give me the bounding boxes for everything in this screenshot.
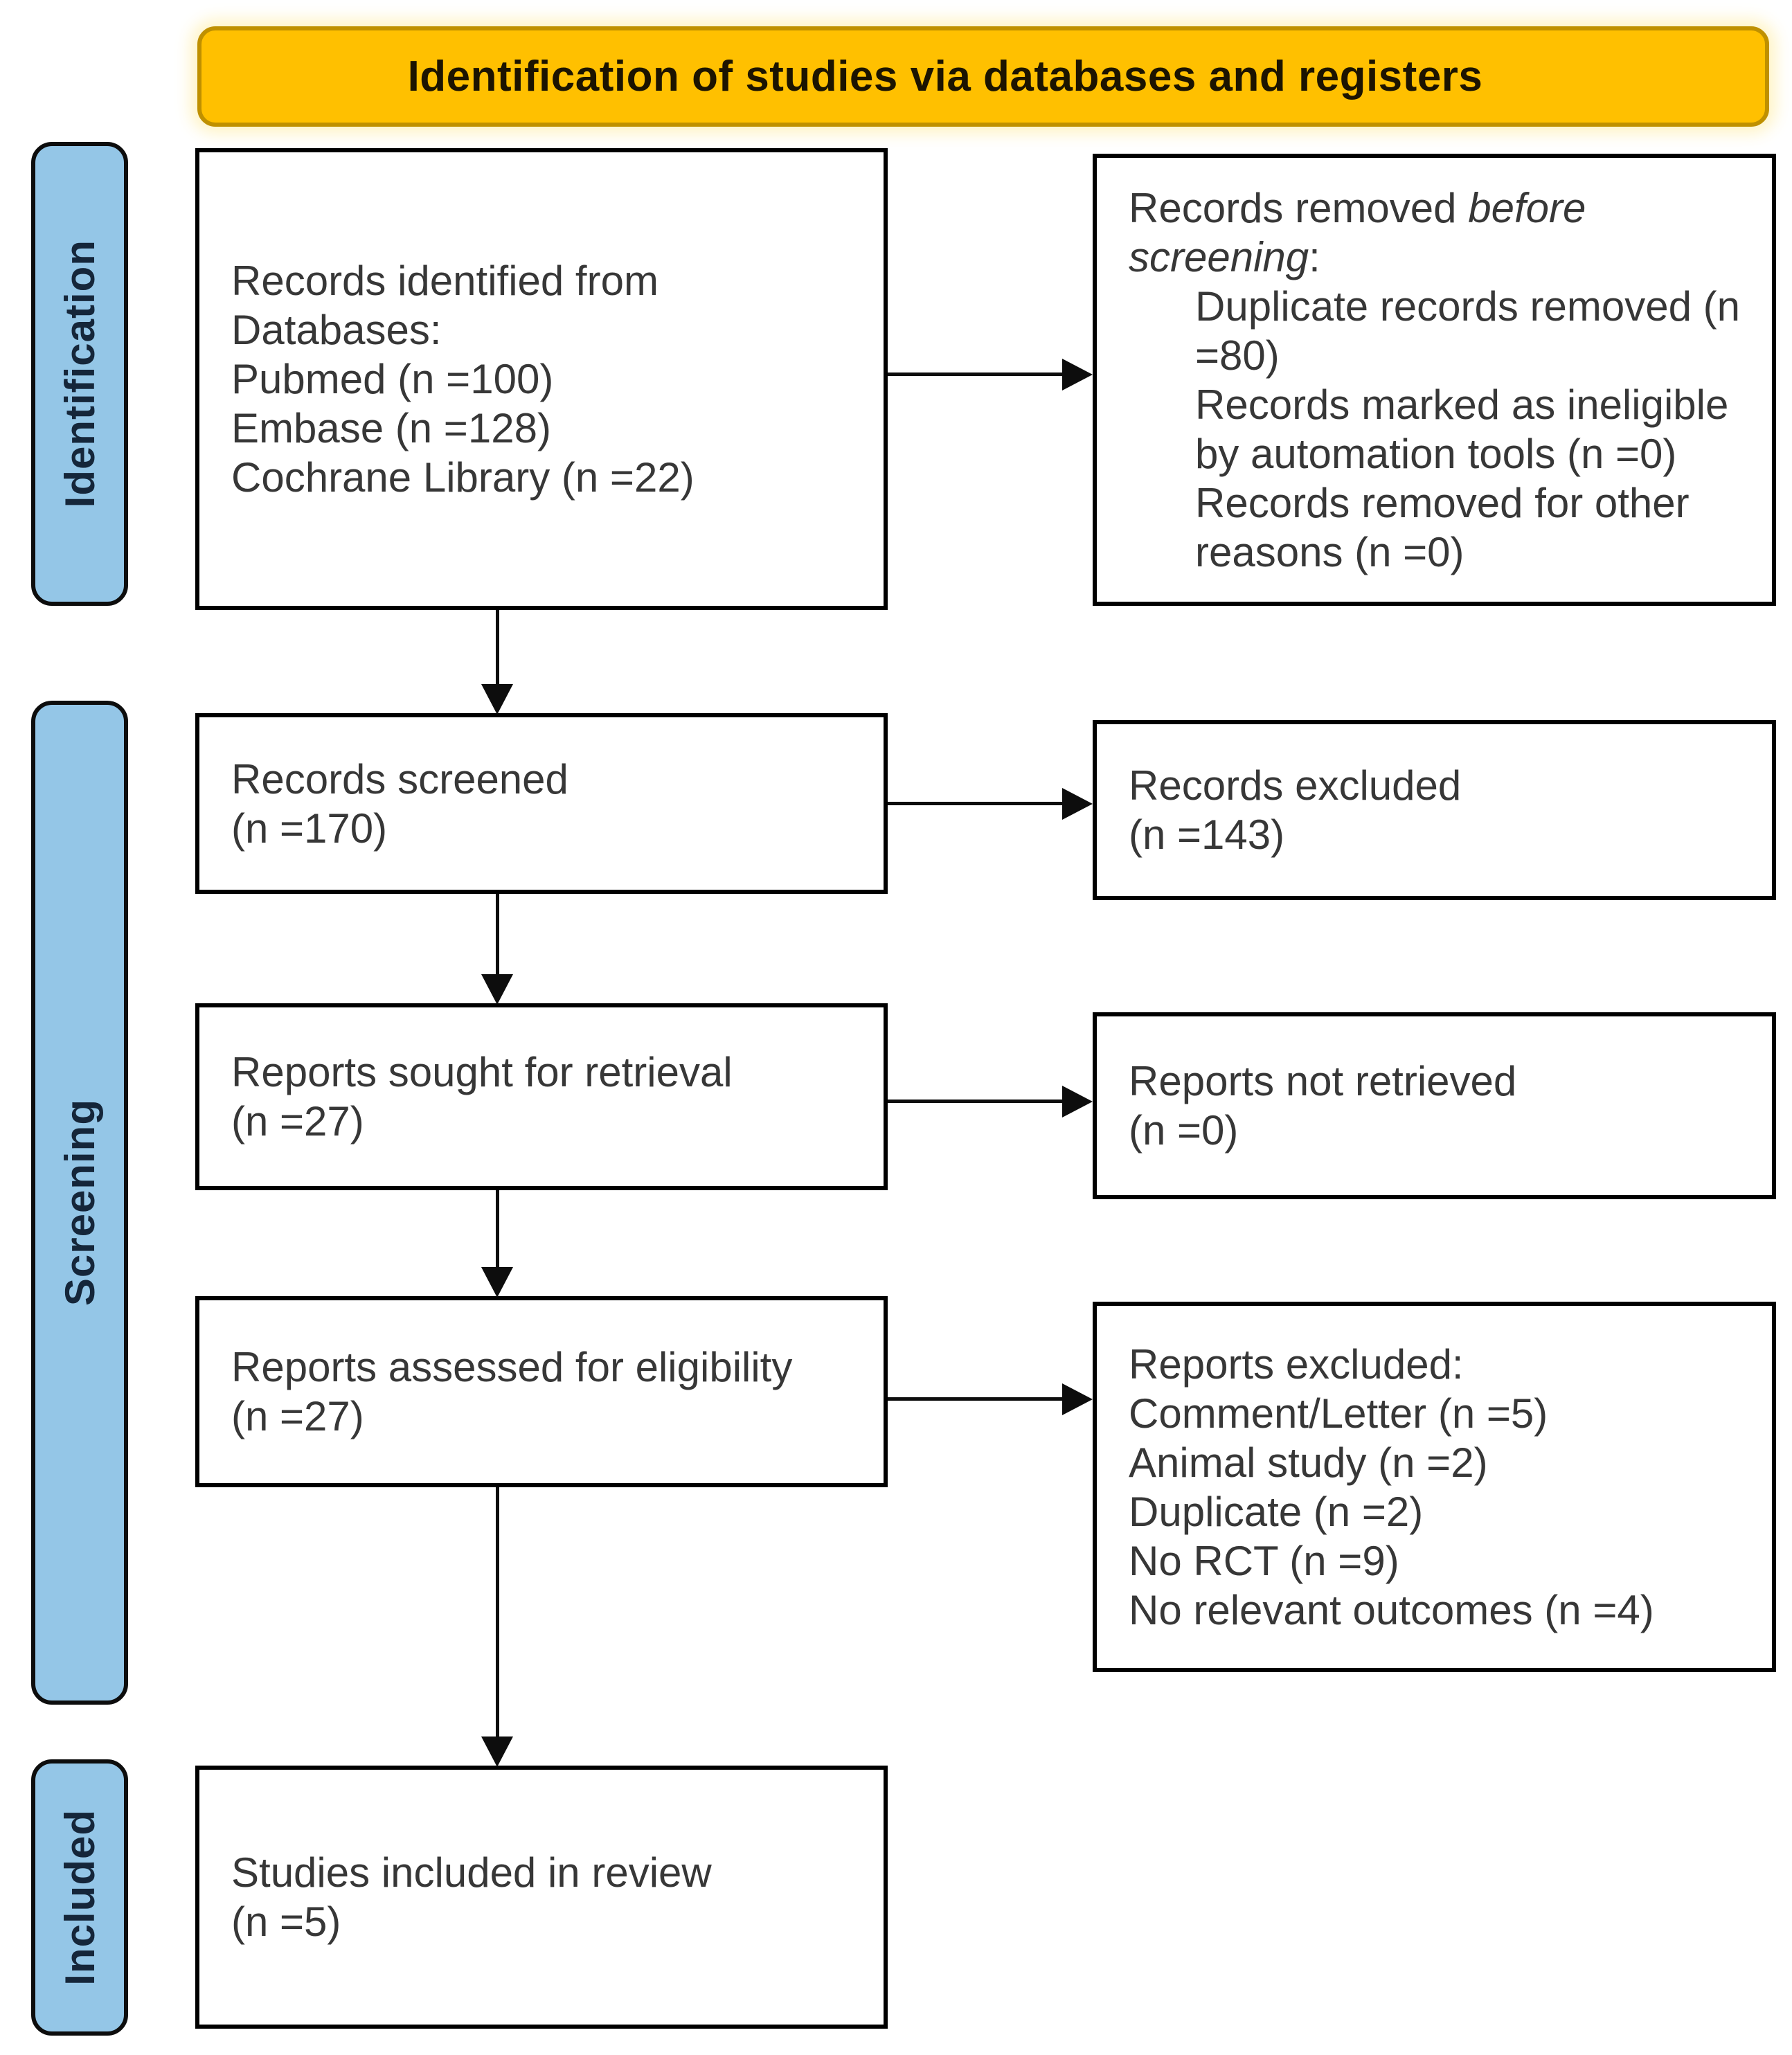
arrow-identified-to-removed-head — [1062, 359, 1093, 391]
phase-label-screening: Screening — [56, 1099, 103, 1307]
box-studies-included: Studies included in review (n =5) — [195, 1766, 888, 2029]
arrow-screened-to-excluded-head — [1062, 788, 1093, 820]
box-reports-excluded: Reports excluded: Comment/Letter (n =5)A… — [1093, 1302, 1776, 1672]
phase-bar-included: Included — [31, 1759, 128, 2036]
arrow-identified-to-screened-head — [481, 684, 513, 715]
list-item: Duplicate records removed (n =80) — [1195, 282, 1741, 379]
arrow-sought-to-assessed-line — [496, 1190, 499, 1268]
arrow-identified-to-screened-line — [496, 610, 499, 685]
arrow-assessed-to-included-line — [496, 1487, 499, 1738]
arrow-sought-to-notretrieved-head — [1062, 1086, 1093, 1118]
arrow-assessed-to-repexcluded-line — [888, 1397, 1064, 1401]
reports-excluded-items: Comment/Letter (n =5)Animal study (n =2)… — [1129, 1389, 1654, 1635]
arrow-screened-to-sought-head — [481, 974, 513, 1005]
box-reports-assessed: Reports assessed for eligibility (n =27) — [195, 1296, 888, 1487]
box-reports-sought: Reports sought for retrieval (n =27) — [195, 1003, 888, 1190]
phase-label-identification: Identification — [56, 240, 103, 508]
reports-sought-text: Reports sought for retrieval (n =27) — [231, 1049, 733, 1145]
phase-bar-identification: Identification — [31, 142, 128, 606]
reports-assessed-text: Reports assessed for eligibility (n =27) — [231, 1344, 793, 1439]
records-removed-items: Duplicate records removed (n =80)Records… — [1129, 282, 1755, 577]
arrow-screened-to-sought-line — [496, 894, 499, 976]
records-screened-text: Records screened (n =170) — [231, 755, 568, 852]
box-reports-not-retrieved: Reports not retrieved (n =0) — [1093, 1012, 1776, 1199]
phase-bar-screening: Screening — [31, 701, 128, 1705]
records-excluded-text: Records excluded (n =143) — [1129, 762, 1462, 858]
list-item: Duplicate (n =2) — [1129, 1488, 1424, 1535]
arrow-assessed-to-included-head — [481, 1737, 513, 1767]
records-identified-text: Records identified from Databases: Pubme… — [231, 258, 695, 501]
records-removed-heading-italic: before screening — [1129, 184, 1586, 280]
arrow-screened-to-excluded-line — [888, 802, 1064, 805]
arrow-sought-to-assessed-head — [481, 1267, 513, 1298]
list-item: No RCT (n =9) — [1129, 1537, 1399, 1584]
box-records-screened: Records screened (n =170) — [195, 713, 888, 894]
reports-excluded-heading: Reports excluded: — [1129, 1340, 1464, 1388]
records-removed-heading-suffix: : — [1309, 233, 1320, 280]
reports-not-retrieved-text: Reports not retrieved (n =0) — [1129, 1058, 1517, 1154]
box-records-excluded: Records excluded (n =143) — [1093, 720, 1776, 900]
records-removed-heading: Records removed before screening: — [1129, 183, 1755, 282]
list-item: Animal study (n =2) — [1129, 1439, 1488, 1486]
phase-label-included: Included — [56, 1809, 103, 1986]
title-banner: Identification of studies via databases … — [197, 26, 1769, 127]
arrow-assessed-to-repexcluded-head — [1062, 1383, 1093, 1415]
list-item: Records marked as ineligible by automati… — [1195, 381, 1729, 477]
arrow-identified-to-removed-line — [888, 373, 1064, 376]
arrow-sought-to-notretrieved-line — [888, 1100, 1064, 1103]
list-item: Records removed for other reasons (n =0) — [1195, 479, 1690, 575]
box-records-identified: Records identified from Databases: Pubme… — [195, 148, 888, 610]
studies-included-text: Studies included in review (n =5) — [231, 1849, 712, 1945]
records-removed-heading-prefix: Records removed — [1129, 184, 1469, 231]
box-records-removed-before-screening: Records removed before screening: Duplic… — [1093, 154, 1776, 606]
diagram-title: Identification of studies via databases … — [407, 53, 1483, 100]
list-item: Comment/Letter (n =5) — [1129, 1390, 1548, 1437]
list-item: No relevant outcomes (n =4) — [1129, 1586, 1654, 1633]
